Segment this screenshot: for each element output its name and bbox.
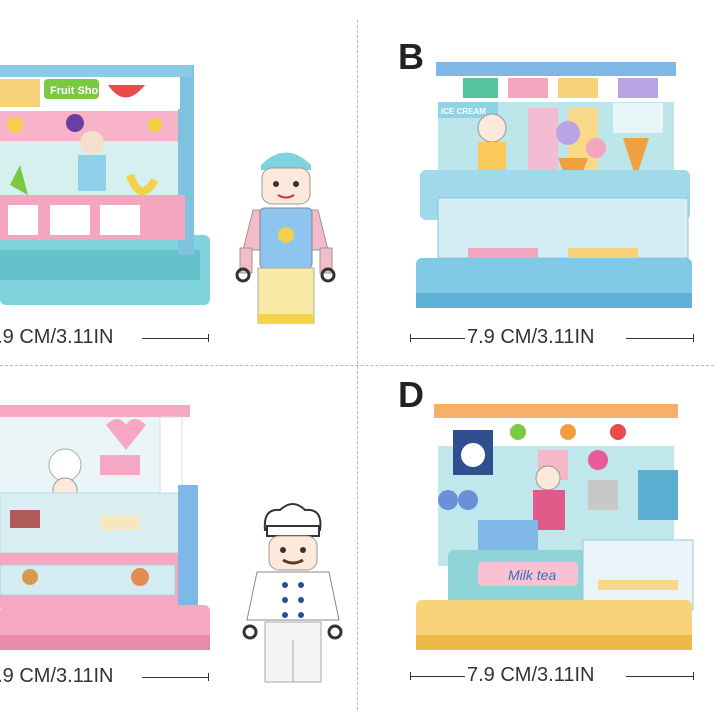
fruit-shop-set-image: Fruit Shop bbox=[0, 65, 210, 305]
dimension-tick-d-left bbox=[410, 672, 411, 680]
dimension-line-c bbox=[142, 677, 208, 678]
dimension-label-c: 7.9 CM/3.11IN bbox=[0, 665, 114, 687]
ice-cream-shop-set-image: ICE CREAM bbox=[416, 62, 692, 308]
dimension-line-b-left bbox=[410, 338, 465, 339]
panel-letter-d: D bbox=[398, 374, 424, 415]
dimension-tick-b-left bbox=[410, 334, 411, 342]
divider-horizontal bbox=[0, 365, 714, 366]
milk-tea-shop-set-image: Milk tea bbox=[416, 404, 694, 650]
bakery-set-image bbox=[0, 405, 210, 650]
dimension-tick-d-right bbox=[693, 672, 694, 680]
panel-letter-b: B bbox=[398, 36, 424, 77]
dimension-label-a: 7.9 CM/3.11IN bbox=[0, 326, 114, 348]
dimension-line-b-right bbox=[626, 338, 694, 339]
dimension-tick-c bbox=[208, 673, 209, 681]
dimension-tick-a bbox=[208, 334, 209, 342]
dimension-line-d-left bbox=[410, 676, 465, 677]
dimension-line-d-right bbox=[626, 676, 694, 677]
fruit-shop-sign: Fruit Shop bbox=[50, 85, 105, 97]
dimension-tick-b-right bbox=[693, 334, 694, 342]
ice-cream-sign: ICE CREAM bbox=[441, 107, 486, 116]
dimension-label-b: 7.9 CM/3.11IN bbox=[467, 326, 595, 348]
chef-minifigure bbox=[242, 503, 343, 683]
shopkeeper-minifigure bbox=[235, 152, 336, 324]
milk-tea-sign: Milk tea bbox=[508, 567, 556, 583]
dimension-line-a bbox=[142, 338, 208, 339]
dimension-label-d: 7.9 CM/3.11IN bbox=[467, 664, 595, 686]
